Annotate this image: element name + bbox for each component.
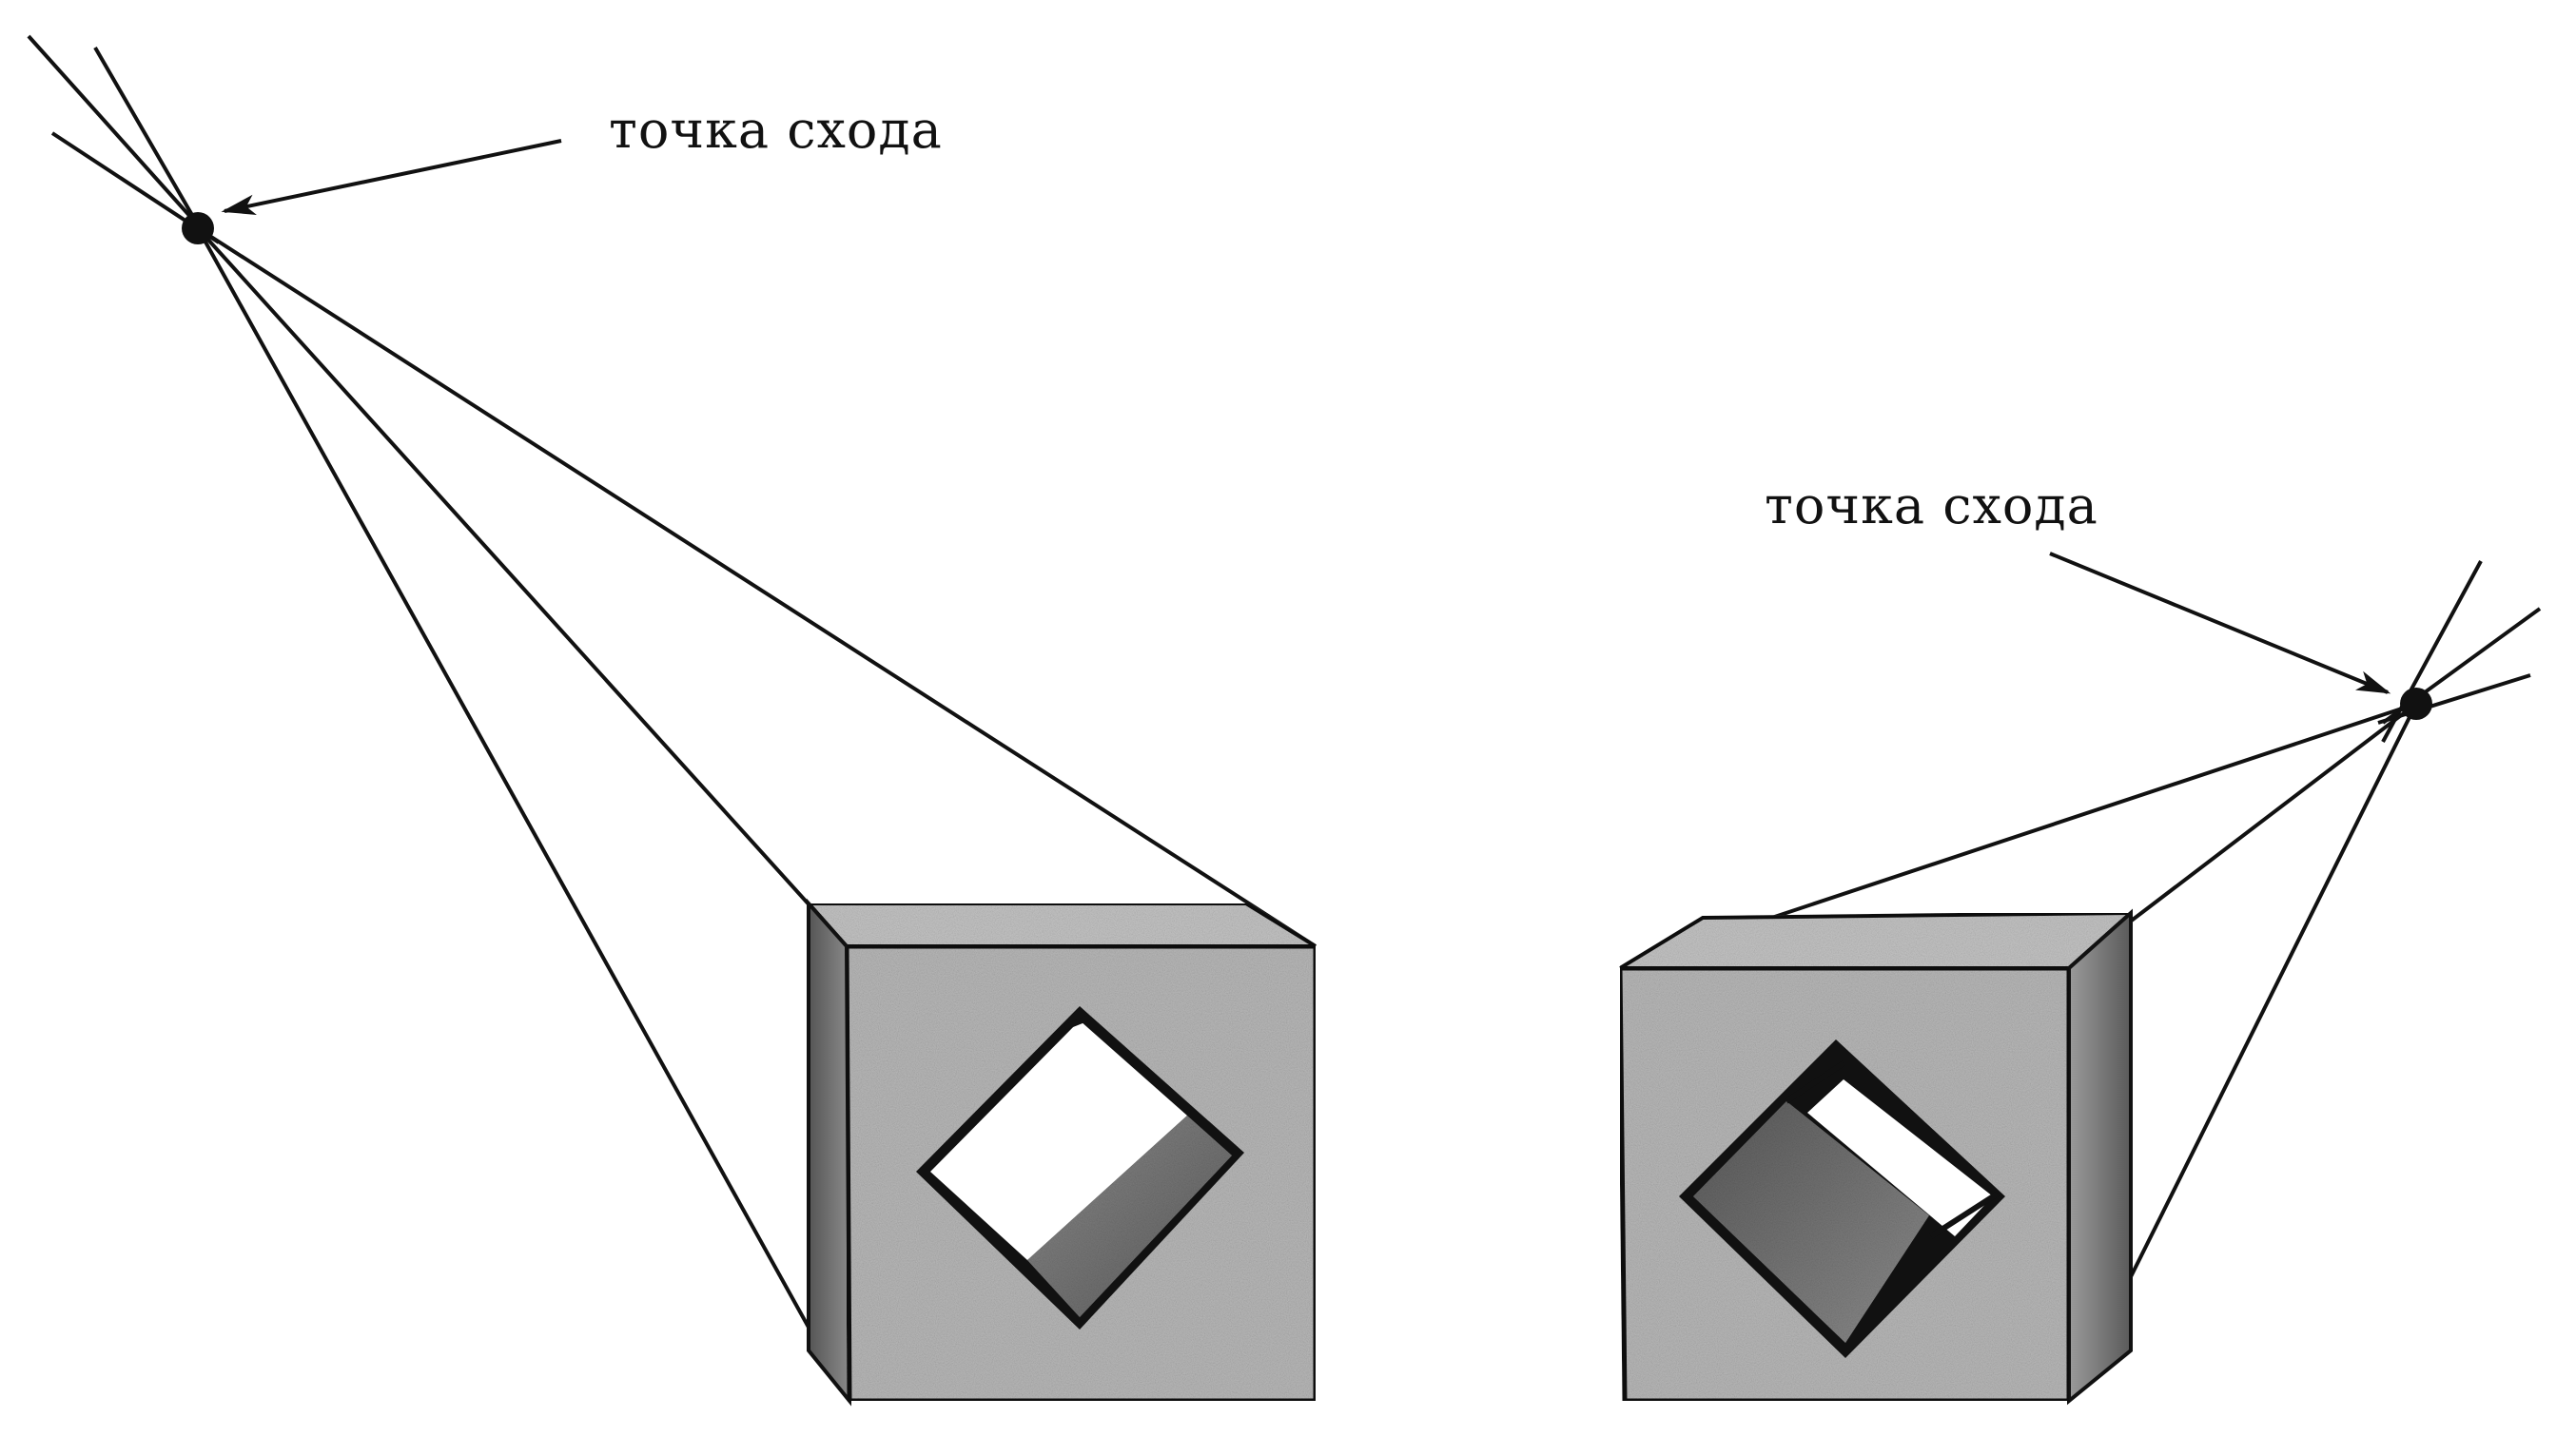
left-cube-top-face [804,902,1323,948]
left-group [27,34,1323,1407]
left-pointer-arrow [221,139,562,215]
right-extension-line-1 [2381,560,2483,743]
left-convergence-line-top [196,226,1317,948]
right-opening-edge-1 [1785,1060,1845,1104]
left-vanishing-point [182,212,214,244]
left-diamond-opening [916,1006,1244,1330]
left-vanishing-point-label: точка схода [609,100,943,160]
left-cube-side-face [807,898,852,1407]
right-vanishing-point [2400,688,2432,720]
left-convergence-line-middle [196,226,849,948]
right-cube [1612,908,2137,1406]
right-cube-side-face [2067,908,2133,1406]
right-vanishing-point-label: точка схода [1765,476,2098,535]
right-opening-dark-wall [1693,1101,1929,1343]
right-cube-top-face [1612,910,2137,970]
left-extension-line-1 [93,46,202,230]
left-convergence-line-bottom [196,227,851,1402]
left-opening-edge [1064,1015,1091,1030]
right-pointer-arrow [2049,552,2391,694]
right-group [1612,560,2542,1406]
left-opening-white-area [930,1020,1187,1260]
right-diamond-opening [1679,1039,2005,1358]
right-opening-white-area [1807,1079,1993,1236]
right-opening-edge-2 [1929,1191,2000,1239]
left-extension-line-2 [27,34,211,240]
left-opening-dark-wall [1027,1116,1232,1317]
left-cube [804,898,1323,1407]
